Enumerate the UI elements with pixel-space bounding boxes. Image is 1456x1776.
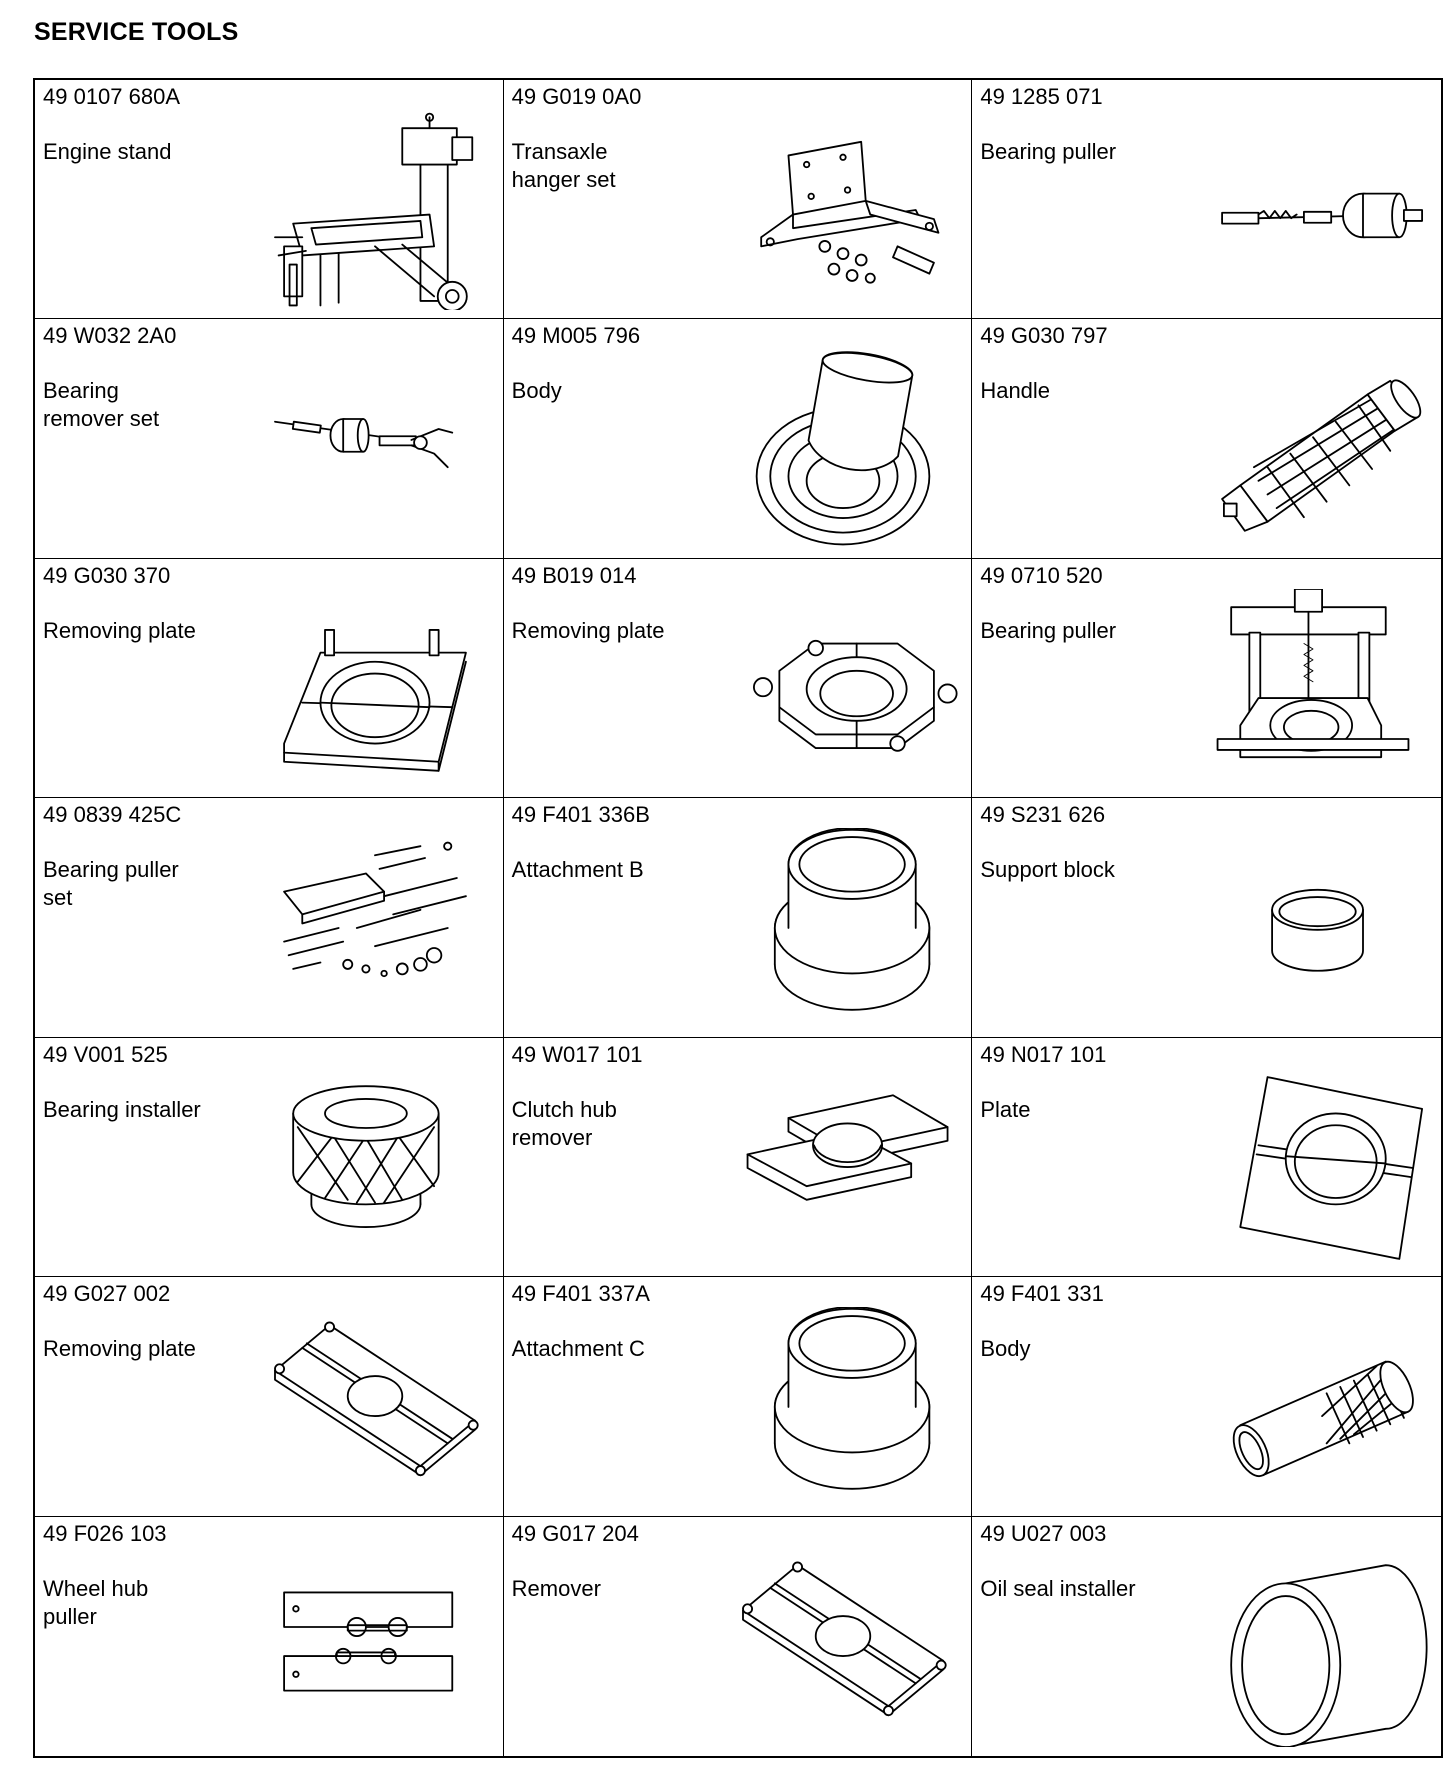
tool-part-number: 49 G030 797 — [980, 323, 1108, 349]
tool-name: Removing plate — [43, 617, 196, 643]
tool-name: Support block — [980, 857, 1115, 883]
tool-name: Attachment C — [511, 1336, 645, 1362]
ring-icon — [1271, 889, 1364, 972]
tool-part-number: 49 G019 0A0 — [511, 84, 642, 109]
tool-part-number: 49 M005 796 — [511, 323, 641, 349]
tool-part-number: 49 S231 626 — [980, 802, 1106, 828]
tool-part-number: 49 V001 525 — [43, 1041, 168, 1067]
tool-part-number: 49 0107 680A — [43, 84, 181, 109]
tool-part-number: 49 0839 425C — [43, 802, 182, 828]
page-title: SERVICE TOOLS — [34, 18, 239, 46]
tool-part-number: 49 W017 101 — [511, 1041, 643, 1067]
tool-name: Engine stand — [43, 139, 172, 164]
split-plate-icon — [282, 628, 467, 772]
square-plate-icon — [1239, 1075, 1423, 1260]
tool-name: Bearing puller set — [43, 857, 179, 911]
knurled-body-icon — [1232, 1360, 1414, 1478]
tool-name: Transaxle hanger set — [511, 139, 616, 192]
tool-name: Handle — [980, 378, 1051, 404]
tool-part-number: 49 U027 003 — [980, 1520, 1107, 1546]
tool-part-number: 49 F401 337A — [511, 1281, 650, 1307]
long-plate-icon — [273, 1321, 479, 1477]
tool-name: Wheel hub puller — [43, 1575, 149, 1629]
tool-name: Bearing puller — [980, 139, 1117, 164]
seal-installer-icon — [1230, 1563, 1428, 1747]
puller-set-icon — [282, 841, 467, 978]
attachment-cylinder-icon — [774, 1307, 931, 1490]
tool-part-number: 49 B019 014 — [511, 562, 637, 588]
tool-name: Removing plate — [43, 1336, 196, 1362]
tool-name: Clutch hub remover — [511, 1096, 617, 1150]
knurled-handle-icon — [1221, 379, 1422, 533]
hub-remover-icon — [746, 1094, 949, 1201]
hub-puller-icon — [282, 1591, 453, 1692]
tool-name: Bearing puller — [980, 617, 1117, 643]
tool-name: Oil seal installer — [980, 1575, 1136, 1601]
tool-name: Remover — [511, 1575, 601, 1601]
tool-name: Body — [511, 378, 562, 404]
tool-cell: 49 F401 337A Attachment C — [503, 1277, 973, 1517]
tool-cell: 49 0839 425C Bearing puller set — [35, 798, 504, 1038]
tool-part-number: 49 0710 520 — [980, 562, 1103, 588]
octagon-plate-icon — [753, 639, 958, 752]
knurled-installer-icon — [291, 1084, 440, 1228]
tool-cell: 49 F401 336B Attachment B — [503, 798, 973, 1038]
tool-part-number: 49 F401 331 — [980, 1281, 1104, 1307]
tool-part-number: 49 G027 002 — [43, 1281, 171, 1307]
tool-part-number: 49 1285 071 — [980, 84, 1103, 109]
engine-stand-icon — [273, 112, 473, 310]
long-plate-icon — [742, 1561, 947, 1716]
tool-name: Bearing installer — [43, 1096, 201, 1122]
bearing-remover-icon — [273, 418, 453, 469]
body-flange-icon — [756, 351, 931, 546]
bearing-puller-icon — [1216, 588, 1410, 758]
tool-name: Bearing remover set — [43, 378, 160, 432]
tool-part-number: 49 G017 204 — [511, 1520, 639, 1546]
attachment-cylinder-icon — [774, 828, 931, 1012]
tool-name: Removing plate — [511, 617, 665, 643]
tool-name: Body — [980, 1336, 1031, 1362]
tool-name: Attachment B — [511, 857, 644, 883]
transaxle-hanger-icon — [760, 140, 940, 284]
tool-name: Plate — [980, 1096, 1031, 1122]
tool-part-number: 49 G030 370 — [43, 562, 171, 588]
tool-part-number: 49 F401 336B — [511, 802, 650, 828]
tool-part-number: 49 W032 2A0 — [43, 323, 177, 349]
tool-part-number: 49 N017 101 — [980, 1041, 1107, 1067]
slide-hammer-icon — [1221, 192, 1423, 239]
tool-cell: 49 0107 680A Engine stand — [35, 80, 504, 320]
tool-part-number: 49 F026 103 — [43, 1520, 167, 1546]
